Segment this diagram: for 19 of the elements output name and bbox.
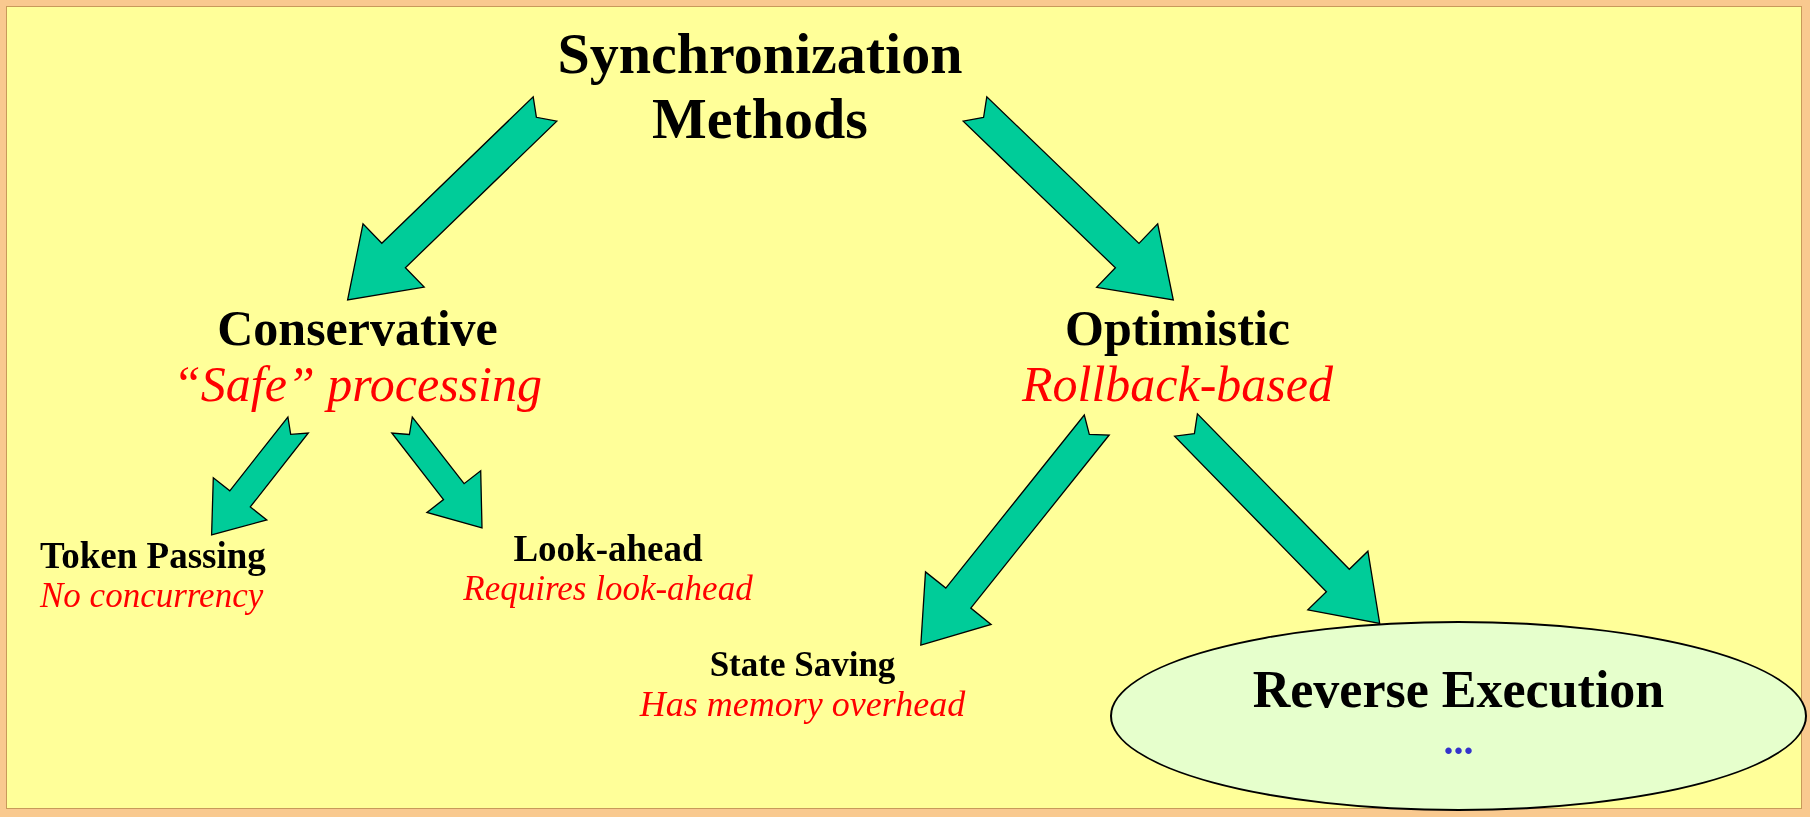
node-title: Token Passing (40, 535, 266, 577)
node-subtitle: Rollback-based (1022, 356, 1333, 412)
block-arrow (920, 413, 1111, 646)
block-arrow (390, 415, 483, 529)
node-title: Conservative (217, 300, 498, 356)
node-subtitle: ... (1443, 719, 1474, 765)
node-title: Optimistic (1065, 300, 1290, 356)
node-subtitle: Requires look-ahead (463, 569, 753, 609)
node-subtitle: “Safe” processing (173, 356, 542, 412)
node-subtitle: No concurrency (40, 576, 264, 616)
block-arrow (210, 415, 310, 536)
block-arrow (1173, 412, 1381, 625)
node-title: State Saving (709, 645, 896, 685)
node-title: Reverse Execution (1252, 661, 1665, 720)
node-title: Synchronization Methods (556, 22, 964, 152)
node-subtitle: Has memory overhead (639, 684, 966, 725)
block-arrow (346, 95, 559, 301)
block-arrow (961, 95, 1175, 301)
node-title: Look-ahead (513, 528, 703, 570)
